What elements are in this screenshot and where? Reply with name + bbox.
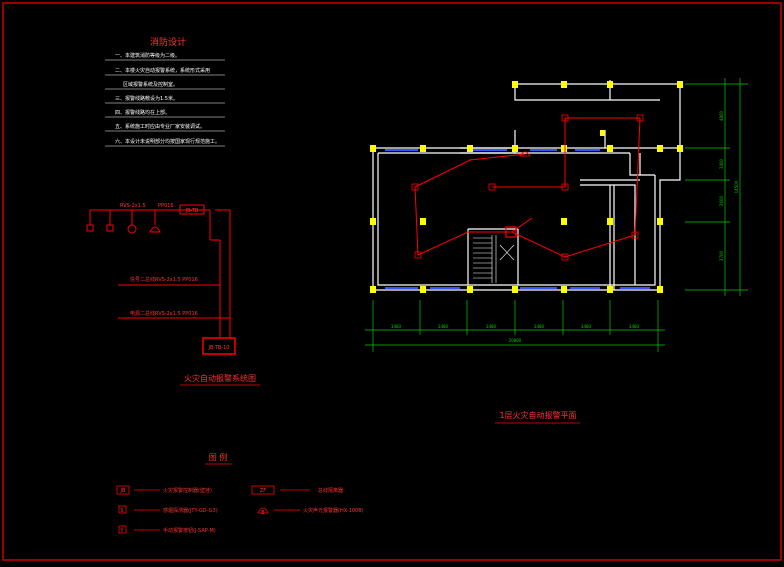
power-line-label: 电源二总线RVS-2x1.5 PP016 — [130, 310, 198, 317]
alarm-bell-icon — [257, 507, 269, 514]
columns — [370, 81, 683, 293]
legend-symbol: S — [120, 508, 123, 514]
signal-line-label: 信号二总线RVS-2x1.5 PP016 — [130, 276, 198, 283]
legend-text: 手动报警按钮(J-SAP-M) — [163, 527, 216, 534]
isolator-box — [179, 204, 205, 215]
legend-symbol: Y — [119, 528, 124, 534]
control-panel-label: JB-TB-10 — [208, 345, 230, 351]
dim-total-label: 14500 — [734, 180, 739, 193]
dim-label: 3480 — [581, 324, 592, 329]
smoke-detector-icon — [127, 224, 137, 234]
dim-label: 3480 — [391, 324, 402, 329]
legend: 图 例 JB 火灾报警控制器(壁挂) ZF 总线隔离器 S 感烟探测器(JTY-… — [116, 452, 364, 534]
legend-text: 总线隔离器 — [318, 487, 343, 494]
smoke-detector-icon — [411, 183, 419, 191]
smoke-detector-icon — [561, 183, 569, 191]
dim-label: 3480 — [438, 324, 449, 329]
pipe-label: PP016 — [158, 203, 174, 209]
smoke-detector-icon — [488, 183, 496, 191]
note-line: 六、本设计未说明部分均按国家现行规范施工。 — [115, 138, 220, 145]
floor-plan: 3480 3480 3480 3480 3480 3480 20880 4800… — [365, 78, 748, 424]
smoke-detector-icon — [118, 505, 127, 514]
legend-text: 火灾声光报警器(HX-100B) — [303, 507, 364, 514]
alarm-panel-icon — [505, 226, 517, 238]
floor-plan-title: 1层火灾自动报警平面 — [499, 410, 576, 420]
smoke-detector-icon — [561, 114, 569, 122]
smoke-detector-icon — [636, 114, 644, 122]
smoke-detector-icon — [106, 224, 114, 232]
isolator-icon — [251, 485, 275, 495]
note-line: 三、报警线路敷设为1.5米。 — [115, 95, 178, 102]
note-line: 二、本楼火灾自动报警系统，系统形式采用 — [115, 67, 210, 74]
dim-label: 3480 — [486, 324, 497, 329]
bus-label: RVS-2x1.5 — [120, 203, 146, 209]
dim-label: 4800 — [719, 110, 724, 121]
alarm-system-diagram: JB-TB RVS-2x1.5 PP016 信号二总线RVS-2x1.5 PP0… — [86, 203, 260, 386]
smoke-detector-icon — [631, 231, 639, 239]
control-panel-box — [202, 337, 236, 355]
legend-text: 感烟探测器(JTY-GD-G3) — [163, 507, 218, 514]
staircase — [473, 235, 515, 283]
manual-button-icon — [118, 525, 127, 534]
dimensions-right — [685, 78, 748, 296]
legend-symbol: ZF — [260, 488, 266, 494]
legend-text: 火灾报警控制器(壁挂) — [163, 487, 212, 494]
notes-title: 消防设计 — [150, 36, 186, 48]
dim-label: 3700 — [719, 250, 724, 261]
smoke-detector-icon — [414, 251, 422, 259]
control-panel-icon — [116, 485, 130, 495]
alarm-bell-icon — [149, 226, 161, 233]
legend-title: 图 例 — [209, 452, 228, 462]
dim-label: 3400 — [719, 158, 724, 169]
note-line: 五、系统施工时应由专业厂家安装调试。 — [115, 123, 205, 130]
legend-symbol: JB — [120, 488, 126, 494]
legend-symbol: B — [261, 510, 265, 516]
alarm-wiring — [414, 117, 641, 258]
design-notes: 消防设计 一、本建筑消防等级为二级。 二、本楼火灾自动报警系统，系统形式采用 区… — [105, 36, 225, 147]
dim-total-label: 20880 — [509, 338, 522, 343]
note-line: 区域报警系统及控制室。 — [123, 81, 178, 88]
manual-button-icon — [86, 224, 94, 232]
smoke-detector-icon — [561, 253, 569, 261]
note-line: 四、报警线路均在上部。 — [115, 109, 170, 116]
dimensions-bottom — [365, 300, 665, 352]
dim-label: 3480 — [534, 324, 545, 329]
dim-label: 3480 — [629, 324, 640, 329]
dim-label: 2600 — [719, 195, 724, 206]
note-line: 一、本建筑消防等级为二级。 — [115, 52, 180, 59]
alarm-bell-icon — [519, 151, 531, 157]
windows — [385, 149, 650, 289]
isolator-label: JB-TB — [185, 208, 199, 214]
system-diagram-title: 火灾自动报警系统图 — [184, 373, 256, 383]
detectors — [411, 114, 644, 261]
